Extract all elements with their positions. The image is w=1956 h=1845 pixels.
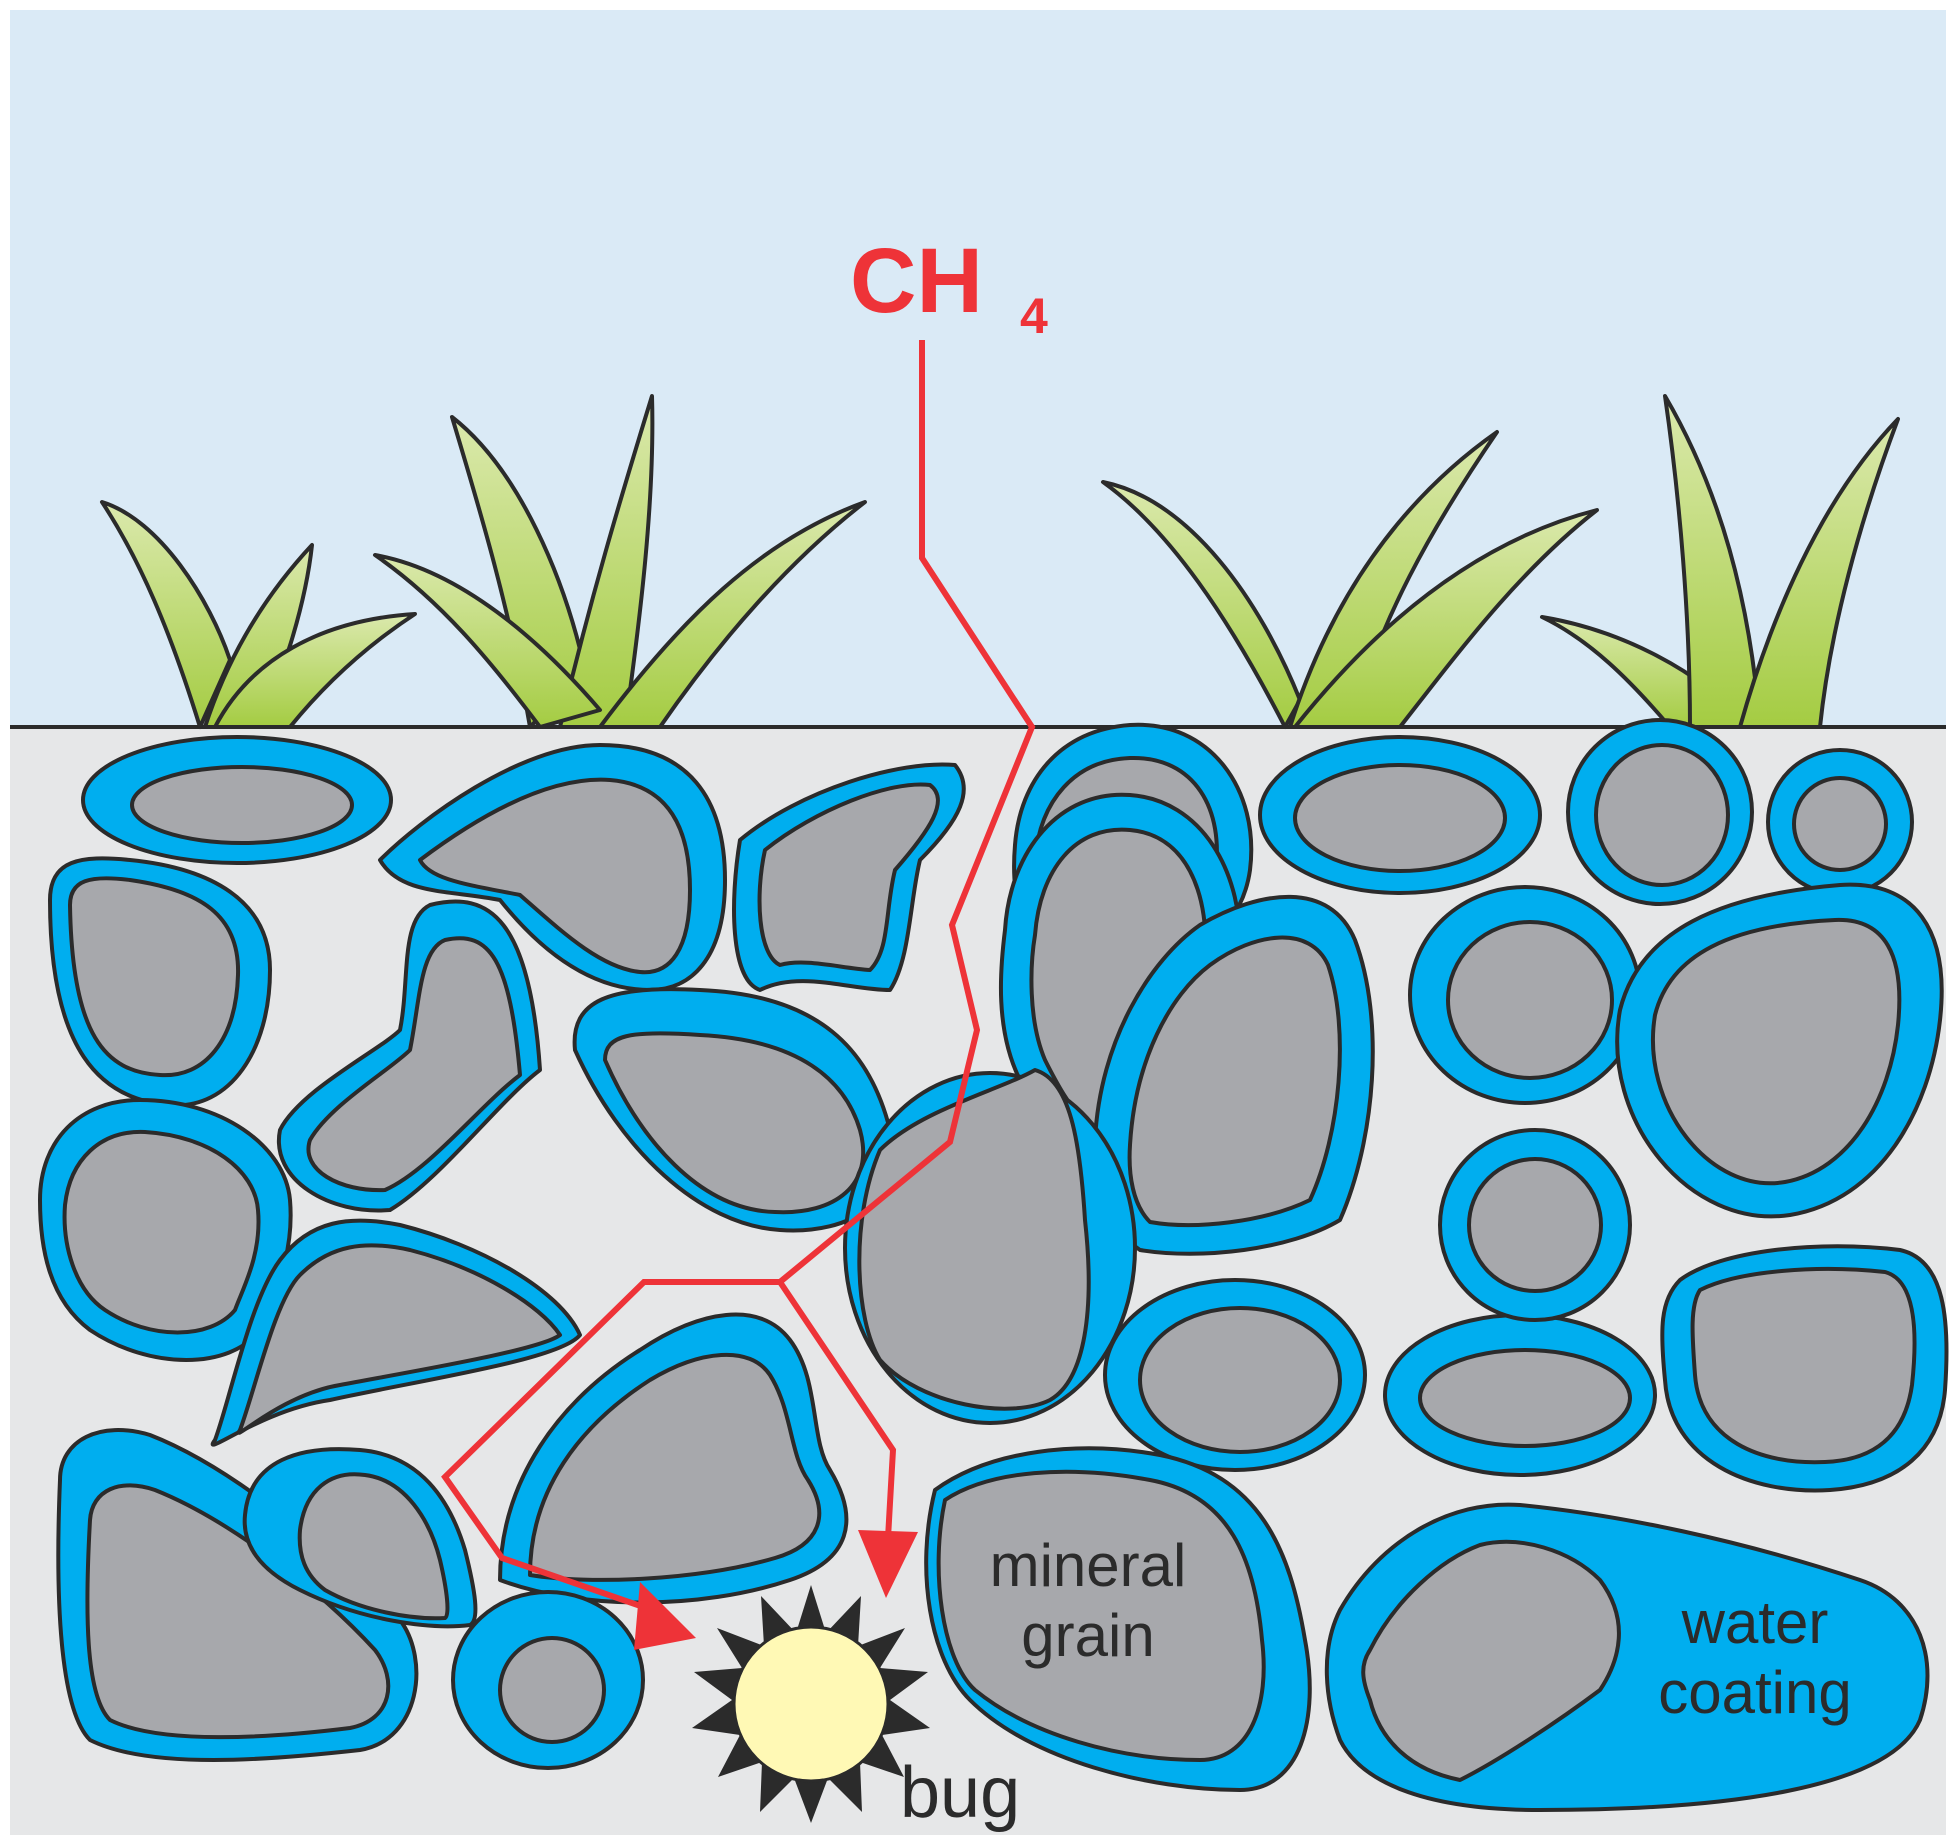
methane-arrowhead-right [858,1530,918,1598]
mineral-grain [48,856,272,1108]
mineral-grain [38,1098,293,1362]
mineral-grain [1324,1502,1930,1812]
mineral-grain [1103,1278,1367,1472]
bug-icon [692,1585,930,1823]
mineral-grain [498,1312,849,1605]
mineral-grain [924,1446,1312,1792]
grass-clump-4 [1540,394,1900,729]
mineral-grain [1438,1128,1632,1322]
mineral-grain [451,1590,645,1770]
methane-diffusion-path [441,340,1036,1650]
mineral-grain [1566,718,1754,906]
mineral-grain-label-line1: mineral [990,1532,1187,1599]
water-coating-label-line2: coating [1658,1659,1851,1726]
mineral-grain [1766,748,1914,896]
mineral-grain [1092,894,1375,1256]
sky-background [10,10,1946,727]
mineral-grain-label-line2: grain [1021,1602,1154,1669]
mineral-grain [56,1428,419,1762]
water-coating-label-line1: water [1681,1589,1829,1656]
mineral-grain [1383,1313,1657,1477]
grass-clump-2 [373,394,867,729]
methane-subscript: 4 [1020,288,1048,344]
mineral-grain [276,899,542,1213]
mineral-grain [242,1447,478,1629]
mineral-grain [843,1068,1137,1425]
mineral-grain [1660,1244,1949,1493]
mineral-grain [1258,735,1542,895]
mineral-grain [1408,885,1642,1105]
methane-label: CH [850,230,983,332]
grass-clump-1 [100,500,417,729]
grass-clump-3 [1101,430,1599,729]
mineral-grain [81,735,393,865]
mineral-grain [732,762,966,992]
mineral-grain [1615,882,1944,1219]
bug-label: bug [900,1753,1020,1833]
mineral-grain [378,743,727,992]
mineral-grain [210,1218,582,1447]
methane-arrowhead-left [634,1582,696,1650]
